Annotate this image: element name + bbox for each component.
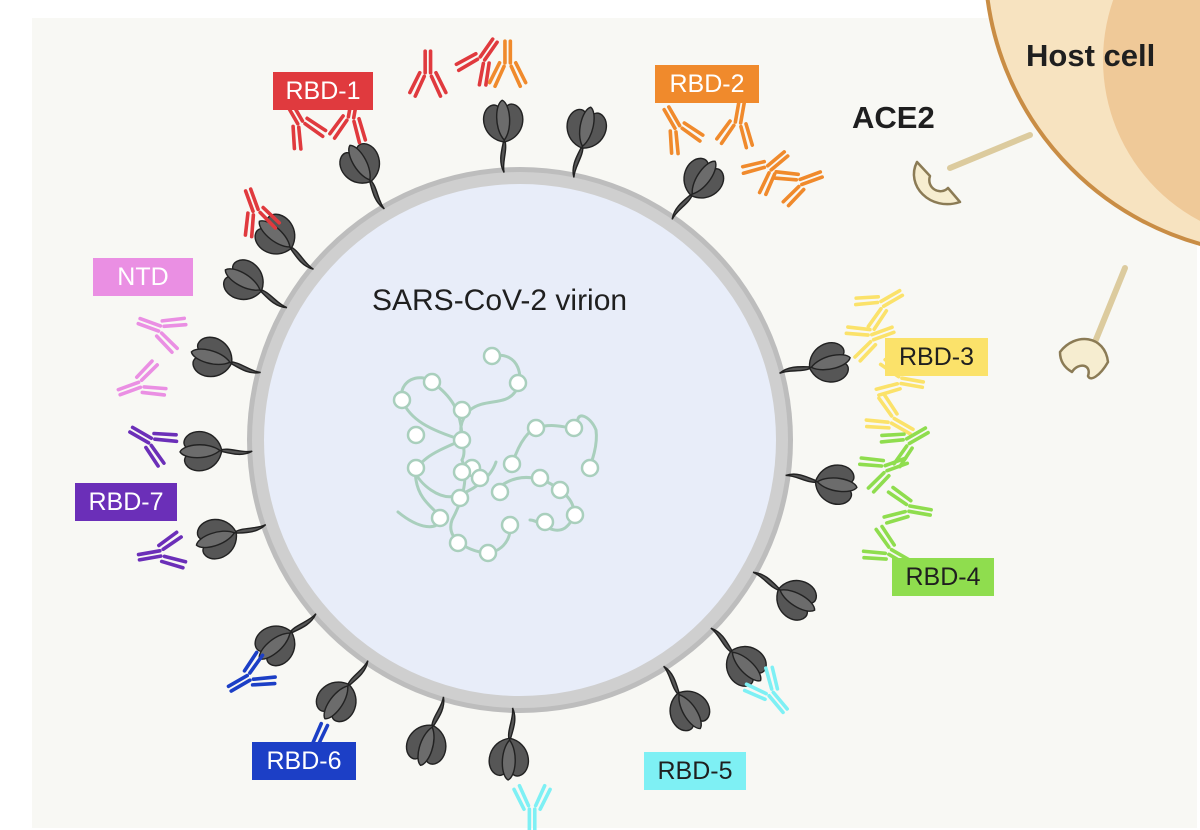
- antibody: [136, 530, 188, 570]
- spike-protein: [179, 430, 253, 472]
- virion-particle: [247, 167, 793, 713]
- antibody: [285, 100, 328, 151]
- virion-interior: [264, 184, 776, 696]
- spike-protein: [785, 464, 858, 505]
- host-cell-label: Host cell: [1026, 38, 1156, 73]
- label-ntd: NTD: [93, 258, 193, 296]
- spike-protein: [710, 627, 767, 687]
- antibody: [844, 325, 896, 363]
- antibody: [772, 169, 824, 208]
- antibody: [742, 665, 789, 715]
- ace2-receptor-lower: [1058, 265, 1128, 380]
- spike-proteins: [179, 99, 858, 781]
- antibody: [408, 49, 448, 98]
- antibody: [487, 39, 528, 89]
- antibody: [882, 485, 933, 525]
- label-rbd-2: RBD-2: [655, 65, 759, 103]
- antibody: [861, 524, 913, 567]
- label-rbd-3: RBD-3: [885, 338, 988, 376]
- ace2-label: ACE2: [852, 100, 935, 135]
- spike-protein: [663, 665, 711, 732]
- spike-protein: [488, 707, 530, 781]
- spike-protein: [482, 99, 524, 173]
- spike-protein: [254, 613, 317, 667]
- ace2-receptors: [912, 132, 1128, 380]
- antibody: [715, 98, 755, 150]
- antibody: [243, 187, 282, 239]
- host-cell: [985, 0, 1200, 247]
- spike-protein: [339, 142, 385, 210]
- spike-protein: [195, 518, 267, 560]
- antibody: [128, 425, 179, 468]
- antibody: [879, 426, 930, 469]
- label-rbd-5: RBD-5: [644, 752, 746, 790]
- antibody: [136, 316, 188, 354]
- spike-protein: [190, 336, 261, 378]
- antibody: [454, 37, 499, 87]
- label-rbd-4: RBD-4: [892, 558, 994, 596]
- spike-protein: [671, 157, 725, 220]
- antibody: [226, 650, 277, 693]
- antibody: [662, 105, 705, 156]
- spike-protein: [254, 213, 314, 270]
- label-rbd-6: RBD-6: [252, 742, 356, 780]
- antibody: [857, 456, 910, 494]
- ace2-receptor-upper: [912, 132, 1033, 206]
- rna-genome: [392, 346, 600, 563]
- antibody: [512, 783, 552, 830]
- spike-protein: [315, 660, 369, 723]
- spike-protein: [779, 341, 851, 383]
- spike-protein: [566, 106, 608, 178]
- spike-protein: [405, 696, 447, 767]
- antibody: [116, 359, 168, 397]
- spike-protein: [752, 571, 818, 621]
- antibody: [864, 393, 915, 436]
- label-rbd-7: RBD-7: [75, 483, 177, 521]
- host-cell-nucleus: [1103, 0, 1200, 221]
- virion-title: SARS-CoV-2 virion: [372, 284, 628, 317]
- antibody: [853, 288, 905, 332]
- spike-protein: [222, 259, 288, 309]
- label-rbd-1: RBD-1: [273, 72, 373, 110]
